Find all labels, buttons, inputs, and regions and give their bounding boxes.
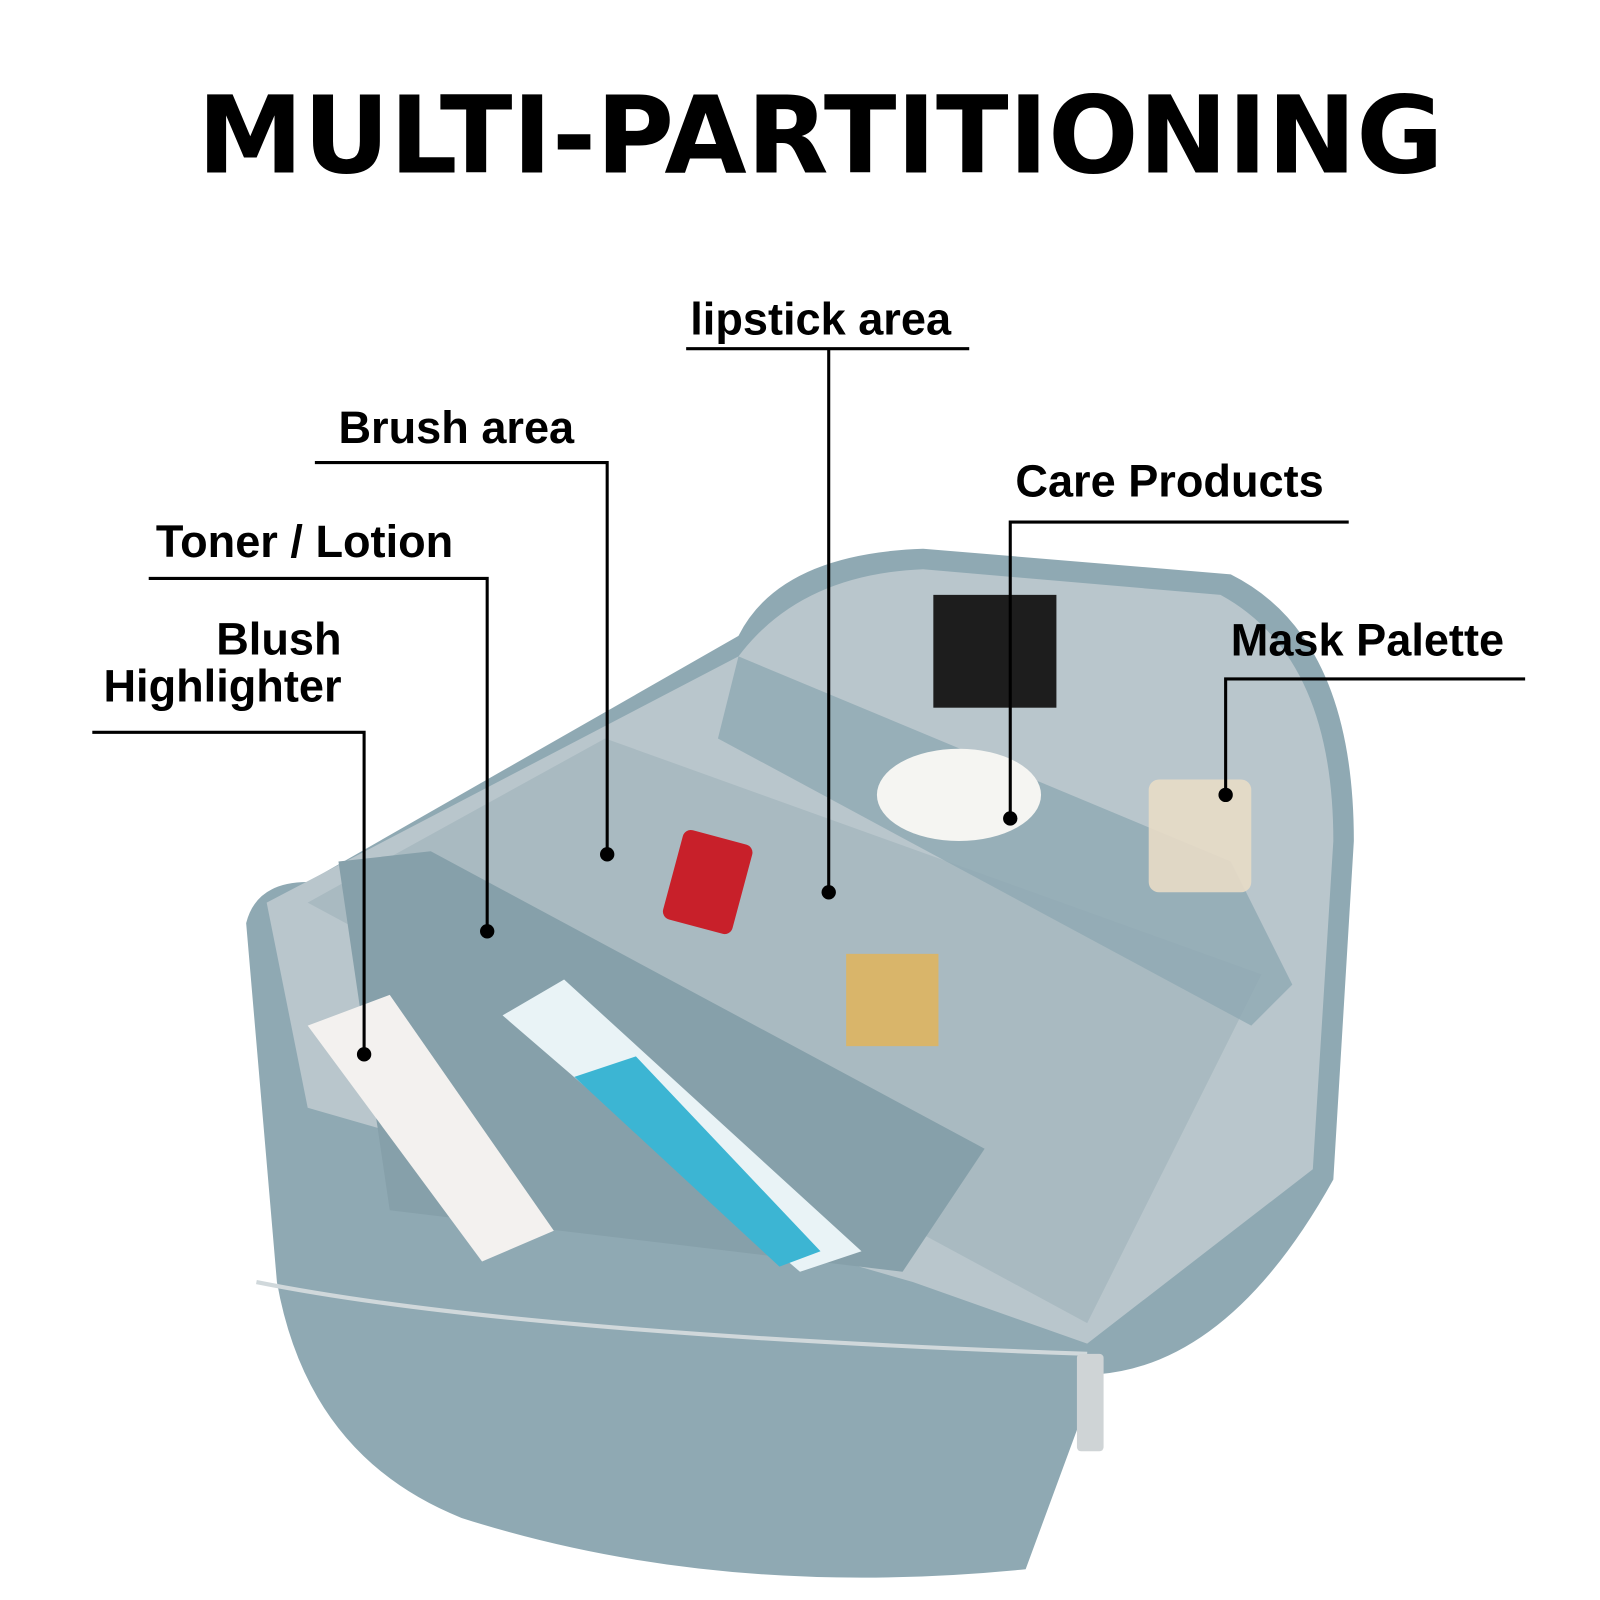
callout-toner-lotion: Toner / Lotion [156, 516, 453, 567]
callout-line-toner [148, 576, 489, 932]
callout-dot-blush [356, 1047, 372, 1062]
callout-line-lipstick [686, 347, 970, 893]
callout-line-blush [92, 730, 366, 1055]
callout-dot-mask [1218, 787, 1233, 803]
callout-highlighter: Highlighter [103, 661, 341, 712]
callout-dot-care [1003, 811, 1018, 826]
callout-lipstick-area: lipstick area [690, 293, 952, 344]
cosmetic-bag-image [246, 548, 1354, 1578]
callout-dot-toner [480, 924, 495, 939]
callout-line-care [1008, 520, 1349, 819]
callout-care-products: Care Products [1015, 455, 1323, 506]
page-title: MULTI-PARTITIONING [197, 74, 1443, 198]
callout-line-brush [314, 461, 609, 855]
callout-blush: Blush [216, 613, 341, 664]
callout-line-mask [1224, 677, 1526, 795]
callout-dot-brush [600, 847, 615, 862]
callout-dot-lipstick [821, 885, 836, 900]
callout-brush-area: Brush area [338, 402, 575, 453]
callout-mask-palette: Mask Palette [1231, 614, 1504, 665]
